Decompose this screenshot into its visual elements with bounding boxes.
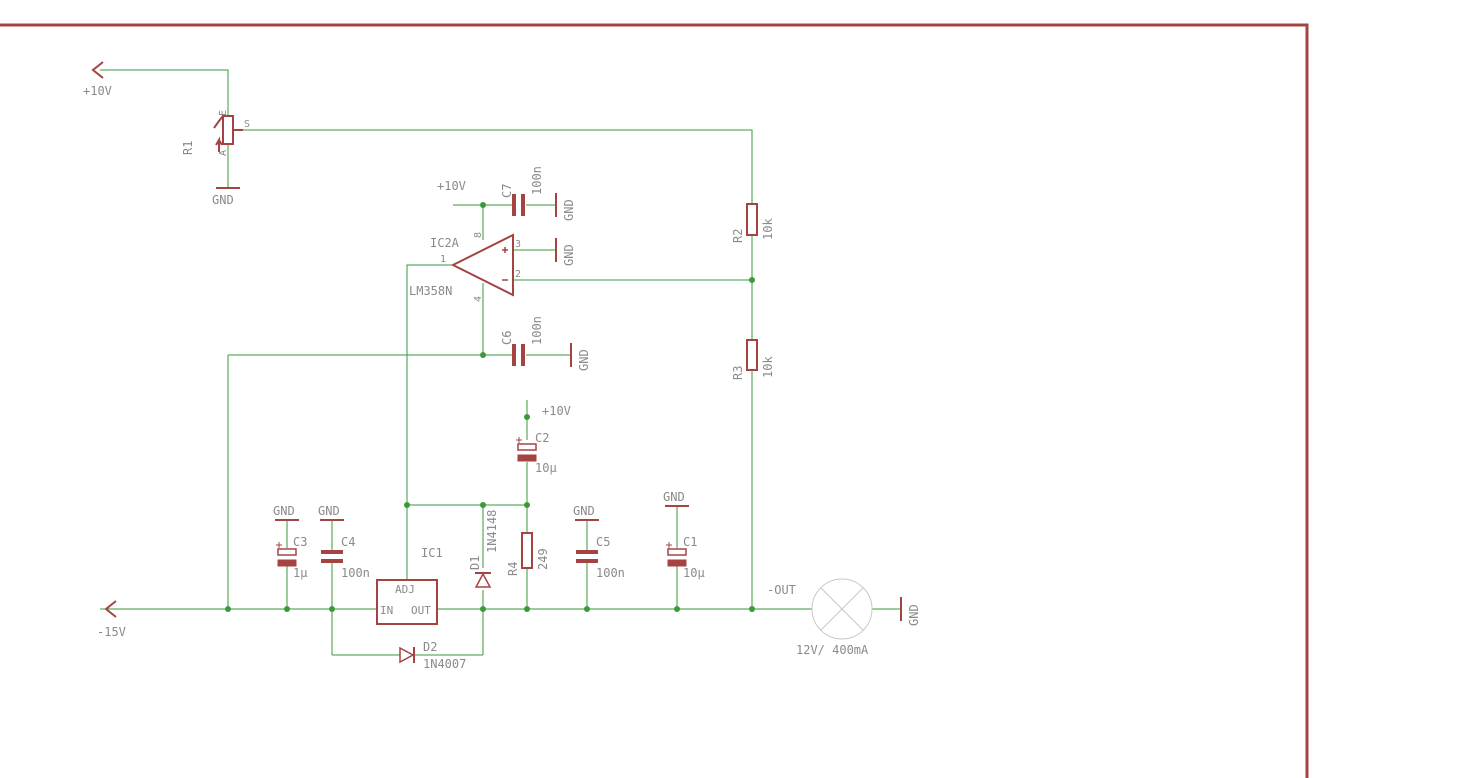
capacitor-c3 [276,542,297,567]
out-label: -OUT [767,583,796,597]
opamp-ic2a [450,233,514,297]
r3-name: R3 [731,366,745,380]
d1-name: D1 [468,556,482,570]
c3-name: C3 [293,535,307,549]
regulator-ic1 [376,579,438,625]
r1-pin-a: A [218,150,229,156]
opamp-pin4: 4 [473,296,484,302]
opamp-pin1: 1 [440,254,446,265]
c3-value: 1µ [293,566,307,580]
ic1-out: OUT [411,604,431,617]
sheet-frame [0,23,1309,778]
capacitor-c2 [516,437,537,462]
c2-value: 10µ [535,461,557,475]
r4-name: R4 [506,562,520,576]
lamp-value: 12V/ 400mA [796,643,869,657]
diode-d1 [474,572,492,588]
c7-name: C7 [500,184,514,198]
label-plus10v-c2: +10V [542,404,571,418]
label-plus10v-top: +10V [83,84,112,98]
junction-dots [225,202,755,612]
r3-value: 10k [761,356,775,378]
c1-value: 10µ [683,566,705,580]
r1-pin-e: E [218,110,229,116]
supply-arrow-minus15v [104,600,117,618]
c6-value: 100n [530,316,544,345]
c6-name: C6 [500,331,514,345]
capacitor-c1 [666,542,687,567]
opamp-pin3: 3 [515,239,521,250]
lamp-symbol [811,578,873,640]
label-plus10v-c7: +10V [437,179,466,193]
c4-name: C4 [341,535,355,549]
capacitor-c7 [512,194,525,216]
c5-value: 100n [596,566,625,580]
ic2a-name: IC2A [430,236,460,250]
c1-name: C1 [683,535,697,549]
r1-name: R1 [181,141,195,155]
gnd-label-c7: GND [562,199,576,221]
gnd-label-lamp: GND [907,604,921,626]
opamp-pin8: 8 [473,232,484,238]
c5-name: C5 [596,535,610,549]
gnd-label-opamp: GND [562,244,576,266]
d2-value: 1N4007 [423,657,466,671]
r4-value: 249 [536,548,550,570]
gnd-label-c6: GND [577,349,591,371]
capacitor-c6 [512,344,525,366]
capacitor-c5 [576,550,598,563]
resistor-r4 [521,532,533,569]
c7-value: 100n [530,166,544,195]
r2-value: 10k [761,218,775,240]
gnd-label-c4: GND [318,504,340,518]
potentiometer-r1 [213,115,243,152]
c2-name: C2 [535,431,549,445]
supply-arrow-plus10v [91,61,104,79]
gnd-label-r1: GND [212,193,234,207]
wires [100,69,900,656]
diode-d2 [399,646,415,664]
gnd-label-c5: GND [573,504,595,518]
ic1-in: IN [380,604,393,617]
gnd-label-c3: GND [273,504,295,518]
gnd-label-c1: GND [663,490,685,504]
d2-name: D2 [423,640,437,654]
capacitor-c4 [321,550,343,563]
ic2a-type: LM358N [409,284,452,298]
ic1-adj: ADJ [395,583,415,596]
d1-value: 1N4148 [485,510,499,553]
r1-pin-s: S [244,119,250,130]
label-minus15v: -15V [97,625,126,639]
c4-value: 100n [341,566,370,580]
resistor-r2 [746,203,758,236]
ic1-name: IC1 [421,546,443,560]
opamp-pin2: 2 [515,269,521,280]
r2-name: R2 [731,229,745,243]
resistor-r3 [746,339,758,371]
